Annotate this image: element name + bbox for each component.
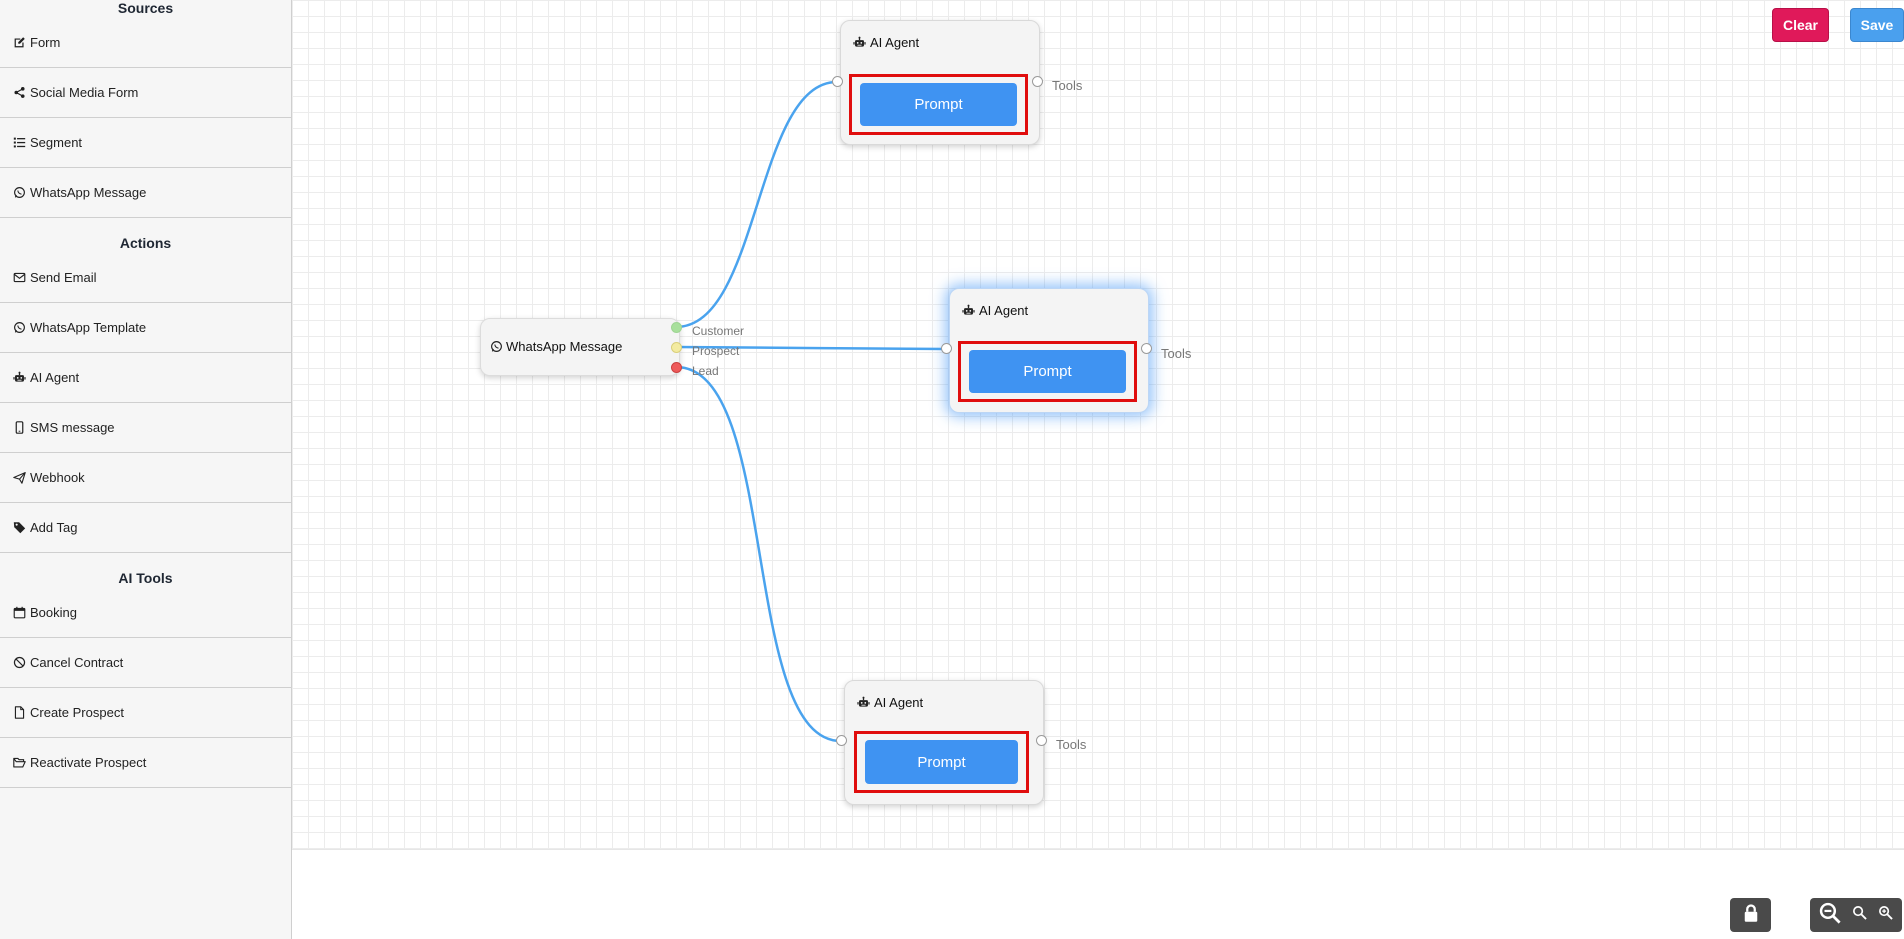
palette-item-label: Booking bbox=[30, 604, 77, 620]
input-port[interactable] bbox=[836, 735, 847, 746]
section-title-actions: Actions bbox=[119, 235, 172, 251]
output-label-lead: Lead bbox=[692, 364, 719, 378]
prompt-highlight: Prompt bbox=[849, 74, 1028, 135]
prompt-highlight: Prompt bbox=[958, 341, 1137, 402]
mobile-icon bbox=[12, 421, 27, 435]
share-icon bbox=[12, 86, 27, 100]
envelope-icon bbox=[12, 270, 27, 284]
tools-port[interactable] bbox=[1032, 76, 1043, 87]
flow-canvas[interactable] bbox=[292, 0, 1904, 850]
node-title-label: WhatsApp Message bbox=[506, 339, 623, 354]
folder-open-icon bbox=[12, 756, 27, 770]
robot-icon bbox=[856, 696, 871, 709]
ai-agent-node[interactable]: AI Agent Prompt bbox=[840, 20, 1040, 145]
input-port[interactable] bbox=[941, 343, 952, 354]
clear-button[interactable]: Clear bbox=[1772, 8, 1829, 42]
node-title: WhatsApp Message bbox=[490, 339, 622, 354]
palette-item-label: SMS message bbox=[30, 420, 115, 435]
prompt-button[interactable]: Prompt bbox=[865, 740, 1018, 784]
palette-item-label: Add Tag bbox=[30, 520, 78, 535]
input-port[interactable] bbox=[832, 76, 843, 87]
zoom-out-icon[interactable] bbox=[1819, 902, 1841, 929]
calendar-icon bbox=[12, 605, 27, 619]
palette-item-segment[interactable]: Segment bbox=[0, 118, 291, 168]
palette-item-cancel-contract[interactable]: Cancel Contract bbox=[0, 638, 291, 688]
node-title-label: AI Agent bbox=[979, 303, 1029, 318]
palette-item-label: Social Media Form bbox=[30, 85, 139, 100]
paper-plane-icon bbox=[12, 471, 27, 485]
whatsapp-icon bbox=[490, 340, 503, 353]
lock-button[interactable] bbox=[1730, 898, 1771, 932]
palette-item-label: Form bbox=[30, 34, 61, 50]
node-title: AI Agent bbox=[961, 303, 1028, 318]
palette-item-label: Create Prospect bbox=[30, 705, 124, 720]
output-port-lead[interactable] bbox=[671, 362, 682, 373]
palette-item-reactivate-prospect[interactable]: Reactivate Prospect bbox=[0, 738, 291, 788]
tools-port[interactable] bbox=[1036, 735, 1047, 746]
whatsapp-icon bbox=[12, 186, 27, 200]
node-title: AI Agent bbox=[856, 695, 923, 710]
palette-item-sms-message[interactable]: SMS message bbox=[0, 403, 291, 453]
robot-icon bbox=[12, 371, 27, 385]
zoom-reset-icon[interactable] bbox=[1852, 905, 1867, 925]
zoom-controls bbox=[1810, 898, 1902, 932]
node-palette-sidebar: Sources Form Social Media Form Segment W… bbox=[0, 0, 292, 939]
ai-agent-node[interactable]: AI Agent Prompt bbox=[844, 680, 1044, 805]
palette-item-label: Reactivate Prospect bbox=[30, 755, 147, 770]
list-icon bbox=[12, 136, 27, 150]
node-title-label: AI Agent bbox=[874, 695, 924, 710]
file-icon bbox=[12, 706, 27, 720]
whatsapp-message-node[interactable]: WhatsApp Message bbox=[480, 318, 680, 376]
palette-item-send-email[interactable]: Send Email bbox=[0, 252, 291, 303]
lock-icon bbox=[1741, 903, 1761, 928]
palette-item-label: WhatsApp Message bbox=[30, 185, 147, 200]
node-title-label: AI Agent bbox=[870, 35, 920, 50]
section-title-sources: Sources bbox=[117, 0, 174, 16]
output-label-customer: Customer bbox=[692, 324, 745, 338]
palette-item-ai-agent[interactable]: AI Agent bbox=[0, 353, 291, 403]
palette-item-add-tag[interactable]: Add Tag bbox=[0, 503, 291, 553]
output-label-prospect: Prospect bbox=[692, 344, 740, 358]
palette-item-webhook[interactable]: Webhook bbox=[0, 453, 291, 503]
palette-item-label: Webhook bbox=[30, 470, 85, 485]
palette-item-whatsapp-message[interactable]: WhatsApp Message bbox=[0, 168, 291, 218]
section-title-ai-tools: AI Tools bbox=[118, 570, 173, 586]
palette-item-label: Segment bbox=[30, 135, 83, 150]
tools-label: Tools bbox=[1056, 737, 1087, 752]
node-title: AI Agent bbox=[852, 35, 919, 50]
tools-port[interactable] bbox=[1141, 343, 1152, 354]
ban-icon bbox=[12, 656, 27, 670]
prompt-highlight: Prompt bbox=[854, 731, 1029, 793]
robot-icon bbox=[852, 36, 867, 49]
output-port-customer[interactable] bbox=[671, 322, 682, 333]
palette-item-create-prospect[interactable]: Create Prospect bbox=[0, 688, 291, 738]
prompt-button[interactable]: Prompt bbox=[860, 83, 1017, 126]
palette-item-whatsapp-template[interactable]: WhatsApp Template bbox=[0, 303, 291, 353]
zoom-in-icon[interactable] bbox=[1878, 905, 1893, 925]
palette-item-label: Cancel Contract bbox=[30, 655, 124, 670]
palette-item-social-media-form[interactable]: Social Media Form bbox=[0, 68, 291, 118]
save-button[interactable]: Save bbox=[1850, 8, 1904, 42]
prompt-button[interactable]: Prompt bbox=[969, 350, 1126, 393]
palette-item-form[interactable]: Form bbox=[0, 17, 291, 68]
tools-label: Tools bbox=[1161, 346, 1192, 361]
tag-icon bbox=[12, 521, 27, 535]
output-port-prospect[interactable] bbox=[671, 342, 682, 353]
whatsapp-icon bbox=[12, 321, 27, 335]
palette-item-booking[interactable]: Booking bbox=[0, 587, 291, 638]
tools-label: Tools bbox=[1052, 78, 1083, 93]
palette-item-label: AI Agent bbox=[30, 370, 80, 385]
palette-item-label: WhatsApp Template bbox=[30, 320, 147, 335]
ai-agent-node-selected[interactable]: AI Agent Prompt bbox=[949, 288, 1149, 413]
edit-icon bbox=[12, 35, 27, 49]
robot-icon bbox=[961, 304, 976, 317]
palette-item-label: Send Email bbox=[30, 269, 97, 285]
